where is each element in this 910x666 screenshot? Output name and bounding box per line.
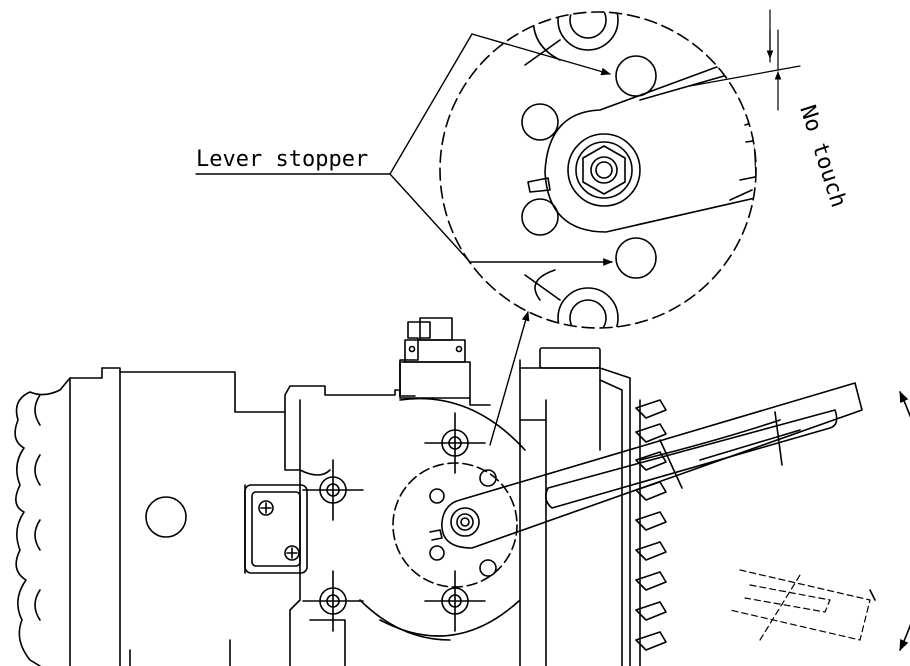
lever-stopper-label: Lever stopper [196, 147, 368, 172]
zoom-pointer [489, 311, 530, 446]
mounting-screw-bottom-left [302, 570, 364, 632]
detail-view: No touch [439, 9, 851, 329]
top-connector [399, 321, 431, 397]
lever-ghost [729, 569, 871, 641]
cooling-fins [635, 399, 667, 651]
detail-lever [544, 39, 756, 233]
swing-arc [899, 390, 910, 652]
detail-center-nut [567, 133, 641, 207]
body-block [101, 367, 121, 666]
lever-arm [441, 382, 863, 549]
mounting-screw-left [302, 459, 364, 521]
detail-dashed-circle [439, 11, 757, 329]
mounting-screw-top [424, 412, 486, 474]
left-cover-outline [14, 367, 103, 666]
stopper-hole-bottom [615, 237, 657, 279]
lever-nut [450, 507, 480, 537]
body-round-cover [145, 496, 187, 538]
lever-area [302, 382, 910, 652]
no-touch-label: No touch [794, 102, 851, 211]
actuator-housing [14, 317, 667, 666]
stopper-hole-top [615, 55, 657, 97]
terminal-box [244, 484, 308, 574]
callout-lines [195, 33, 613, 446]
mounting-screw-bottom [424, 570, 486, 632]
stopper-dashed-circle [392, 462, 518, 588]
leader-arrow-top [471, 33, 611, 76]
